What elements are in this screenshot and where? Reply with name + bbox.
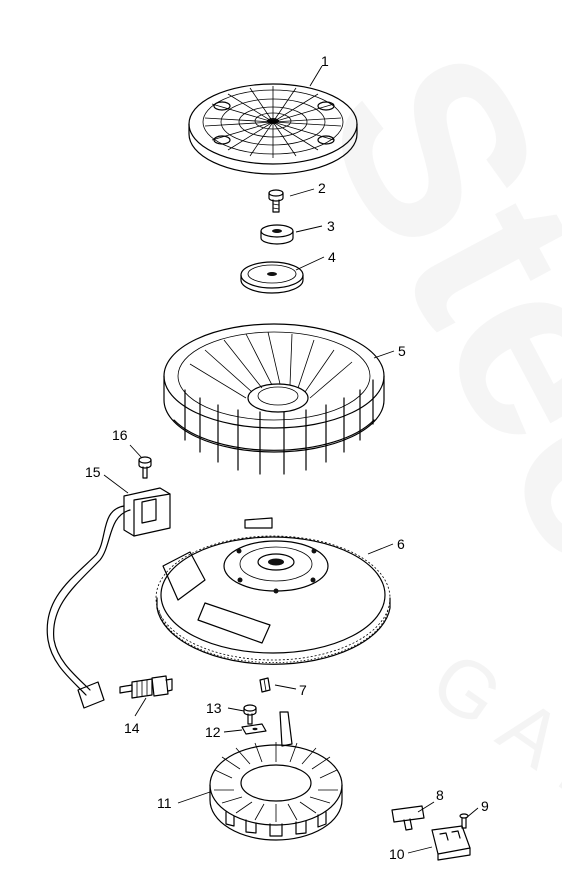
part-7-key[interactable] <box>259 677 271 693</box>
part-14-spark-plug[interactable] <box>119 675 173 699</box>
watermark: Steele GAR <box>272 9 562 841</box>
callout-3: 3 <box>327 218 335 234</box>
callout-15: 15 <box>85 464 101 480</box>
part-6-flywheel[interactable] <box>155 517 391 665</box>
callout-labels: 1 2 3 4 5 6 7 8 9 10 11 12 13 14 15 16 <box>85 53 489 862</box>
callout-11: 11 <box>157 795 172 811</box>
watermark-subtext: GAR <box>416 634 562 841</box>
part-10-regulator[interactable] <box>431 825 471 861</box>
part-4-washer[interactable] <box>240 261 304 294</box>
part-8-connector[interactable] <box>391 805 425 831</box>
part-13-screw[interactable] <box>243 704 257 725</box>
callout-7: 7 <box>299 682 307 698</box>
part-1-blower-screen[interactable] <box>188 83 358 175</box>
callout-5: 5 <box>398 343 406 359</box>
callout-13: 13 <box>206 700 222 716</box>
leader-lines <box>103 65 479 854</box>
callout-14: 14 <box>124 720 140 736</box>
part-16-screw[interactable] <box>138 456 152 479</box>
callout-4: 4 <box>328 249 336 265</box>
callout-9: 9 <box>481 798 489 814</box>
callout-2: 2 <box>318 180 326 196</box>
part-3-spacer[interactable] <box>260 224 294 245</box>
callout-6: 6 <box>397 536 405 552</box>
callout-16: 16 <box>112 427 128 443</box>
part-5-fan[interactable] <box>163 323 385 475</box>
callout-10: 10 <box>389 846 405 862</box>
callout-12: 12 <box>205 724 221 740</box>
callout-8: 8 <box>436 787 444 803</box>
part-2-screw[interactable] <box>268 189 284 213</box>
part-15-ignition-module[interactable] <box>46 487 171 709</box>
callout-1: 1 <box>321 53 329 69</box>
part-12-clip[interactable] <box>241 723 267 735</box>
part-11-stator[interactable] <box>209 711 343 841</box>
